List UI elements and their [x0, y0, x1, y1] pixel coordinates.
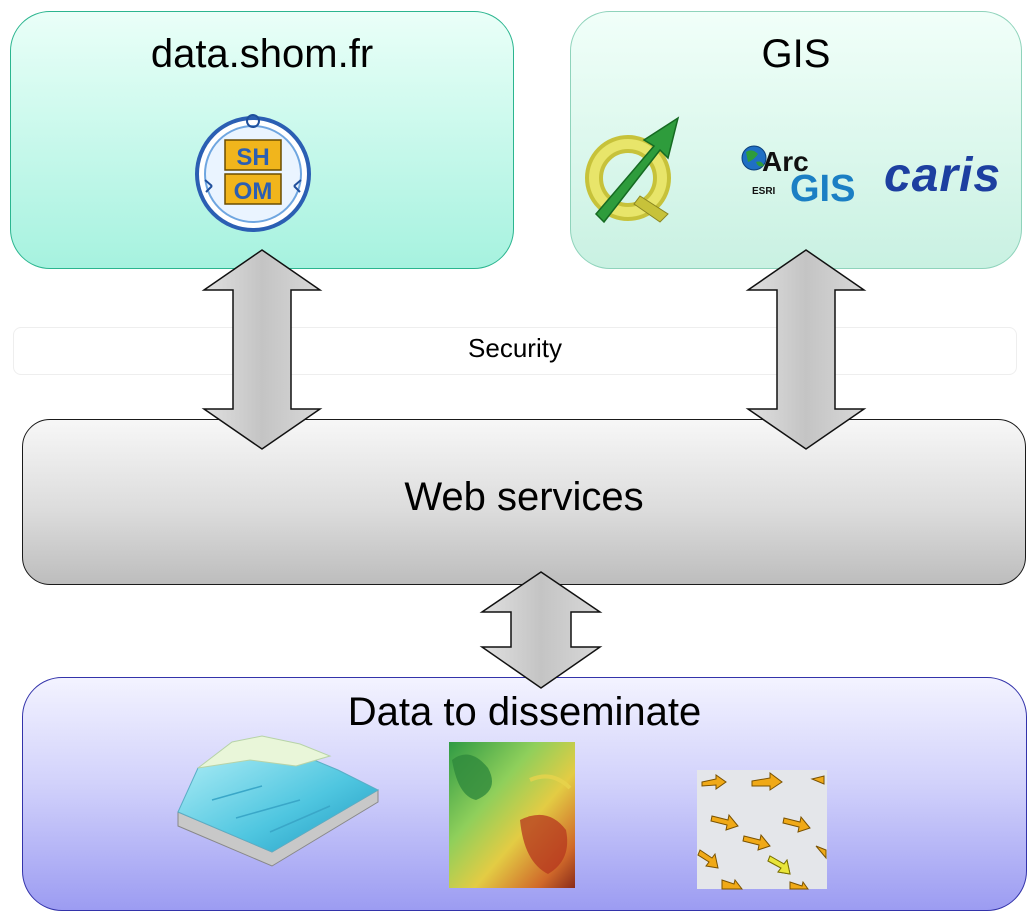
- elevation-map-icon: [449, 742, 575, 888]
- caris-logo-icon: caris: [884, 149, 1002, 202]
- double-arrow-bottom: [479, 571, 603, 689]
- qgis-logo-icon: [585, 116, 680, 224]
- bathymetry-3d-icon: [177, 735, 380, 867]
- arcgis-logo-icon: Arc ESRI GIS: [738, 146, 878, 216]
- arcgis-globe-icon: [741, 145, 767, 171]
- double-arrow-left: [201, 249, 323, 450]
- security-band: [13, 327, 1017, 375]
- gis-title: GIS: [761, 32, 831, 76]
- web-services-box: [22, 419, 1026, 585]
- security-label: Security: [468, 333, 562, 363]
- data-shom-title: data.shom.fr: [150, 32, 374, 76]
- arcgis-gis-text: GIS: [790, 168, 856, 210]
- shom-logo-line1: SH: [236, 144, 269, 171]
- current-vectors-icon: [697, 770, 827, 890]
- double-arrow-right: [745, 249, 867, 450]
- data-to-disseminate-title: Data to disseminate: [347, 690, 702, 734]
- shom-logo-icon: SH OM: [195, 114, 311, 232]
- web-services-title: Web services: [404, 475, 644, 519]
- arcgis-arc-text: Arc: [762, 146, 809, 177]
- shom-logo-line2: OM: [234, 178, 273, 205]
- arcgis-esri-text: ESRI: [752, 186, 776, 197]
